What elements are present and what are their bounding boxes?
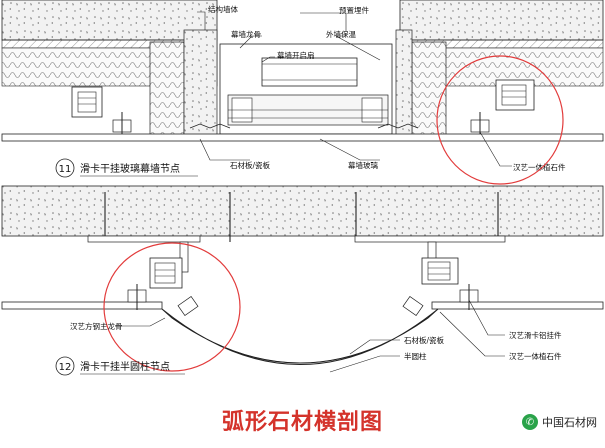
slab-12 bbox=[1, 185, 604, 237]
leaders-12 bbox=[115, 299, 505, 373]
watermark-text: 中国石材网 bbox=[542, 416, 597, 429]
label-stone-tile-2: 石材板/瓷板 bbox=[404, 335, 445, 345]
label-hanyi-integrated-2: 汉艺一体植石件 bbox=[509, 351, 562, 361]
label-hanyi-steel-keel: 汉艺方钢主龙骨 bbox=[70, 321, 123, 331]
wechat-icon: ✆ bbox=[522, 414, 538, 430]
detail-12-number-circle bbox=[55, 356, 75, 376]
label-curtain-window: 幕墙开启扇 bbox=[277, 50, 315, 60]
highlight-circle-12 bbox=[103, 242, 241, 372]
watermark: ✆ 中国石材网 bbox=[522, 414, 597, 430]
figure-caption: 弧形石材横剖图 bbox=[221, 410, 383, 435]
stone-panel-12-right bbox=[431, 301, 604, 310]
detail-11-number: 11 bbox=[59, 164, 72, 175]
label-hanyi-slide-alum: 汉艺滑卡铝挂件 bbox=[509, 330, 562, 340]
label-half-column: 半圆柱 bbox=[404, 351, 427, 361]
leaders-11 bbox=[197, 11, 512, 167]
label-exterior-insulation: 外墙保温 bbox=[326, 29, 356, 39]
wall-slab-left bbox=[1, 0, 218, 41]
highlight-circle-11 bbox=[436, 55, 564, 185]
stone-panel-11 bbox=[1, 133, 604, 142]
detail-12-number: 12 bbox=[59, 362, 72, 373]
anchor-bolts bbox=[104, 192, 499, 242]
label-structural-wall: 结构墙体 bbox=[208, 4, 238, 14]
wall-jamb-right bbox=[395, 29, 413, 137]
stone-panel-12-left bbox=[1, 301, 163, 310]
side-insulation-left bbox=[149, 41, 185, 138]
curtain-window-sash bbox=[261, 57, 358, 87]
label-curtain-keel: 幕墙龙骨 bbox=[231, 29, 261, 39]
label-curtain-glass: 幕墙玻璃 bbox=[348, 160, 378, 170]
wall-jamb-left bbox=[183, 29, 218, 137]
detail-11-number-circle bbox=[55, 158, 75, 178]
detail-12-title: 滑卡干挂半圆柱节点 bbox=[80, 360, 170, 373]
embed-plate-left bbox=[87, 235, 201, 243]
embed-plate-right bbox=[354, 235, 506, 243]
side-insulation-right bbox=[411, 41, 447, 138]
label-embedded-part: 预置埋件 bbox=[339, 5, 369, 15]
wall-slab-right bbox=[399, 0, 604, 41]
label-stone-tile: 石材板/瓷板 bbox=[230, 160, 271, 170]
label-hanyi-integrated: 汉艺一体植石件 bbox=[513, 162, 566, 172]
detail-11-title: 滑卡干挂玻璃幕墙节点 bbox=[80, 162, 180, 175]
